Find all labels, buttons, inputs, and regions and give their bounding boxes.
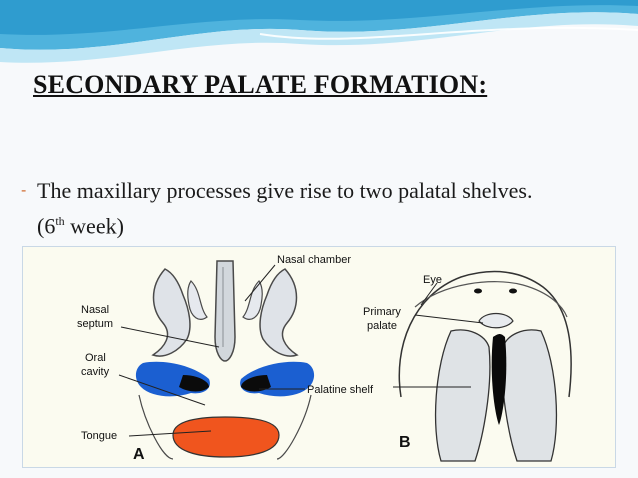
nasal-chamber-leader <box>244 264 276 302</box>
panel-b-head-outline <box>398 270 572 398</box>
primary-palate <box>478 312 514 329</box>
bullet-dash: - <box>21 182 27 199</box>
bullet-superscript: th <box>55 214 65 228</box>
label-palatine-shelf: Palatine shelf <box>307 384 374 396</box>
left-nasal-wall <box>151 268 191 357</box>
panel-b-right-shelf <box>501 329 558 462</box>
label-nasal-septum-line2: septum <box>77 318 113 330</box>
panel-b: Eye Primary palate B <box>363 270 572 462</box>
oral-cavity-leader <box>118 374 206 406</box>
oral-cavity-outline <box>138 394 312 460</box>
palate-diagram: Nasal chamber Nasal septum Oral cavity P… <box>77 254 572 463</box>
label-nasal-septum-line1: Nasal <box>81 304 109 316</box>
nasal-septum-leader <box>120 326 220 348</box>
panel-b-eye-line <box>414 281 568 318</box>
eye-leader <box>420 282 438 306</box>
palate-diagram-figure: Nasal chamber Nasal septum Oral cavity P… <box>22 246 616 468</box>
bullet-text-end: week) <box>64 213 124 239</box>
label-primary-palate-line1: Primary <box>363 306 401 318</box>
bullet-item: - The maxillary processes give rise to t… <box>21 176 557 241</box>
label-nasal-chamber: Nasal chamber <box>277 254 351 266</box>
slide-title: SECONDARY PALATE FORMATION: <box>33 70 488 99</box>
tongue <box>172 416 280 458</box>
nasal-septum <box>214 260 236 362</box>
primary-palate-leader <box>414 314 484 324</box>
right-shelf-shadow <box>241 375 271 392</box>
panel-b-left-shelf <box>434 329 491 462</box>
label-oral-cavity-line2: cavity <box>81 366 110 378</box>
panel-a: Nasal chamber Nasal septum Oral cavity P… <box>77 254 374 463</box>
right-eye-dot <box>509 288 517 294</box>
label-oral-cavity-line1: Oral <box>85 352 106 364</box>
bullet-text: The maxillary processes give rise to two… <box>37 178 533 239</box>
left-concha <box>187 280 208 320</box>
right-nasal-wall <box>259 268 299 357</box>
left-eye-dot <box>474 288 482 294</box>
label-eye: Eye <box>423 274 442 286</box>
right-concha <box>242 280 263 320</box>
label-primary-palate-line2: palate <box>367 320 397 332</box>
panel-b-cleft <box>491 334 507 425</box>
panel-b-letter: B <box>399 434 411 451</box>
panel-a-letter: A <box>133 446 145 463</box>
left-shelf-shadow <box>179 375 209 392</box>
label-tongue: Tongue <box>81 430 117 442</box>
header-wave-decoration <box>0 0 638 70</box>
tongue-leader <box>128 430 212 437</box>
